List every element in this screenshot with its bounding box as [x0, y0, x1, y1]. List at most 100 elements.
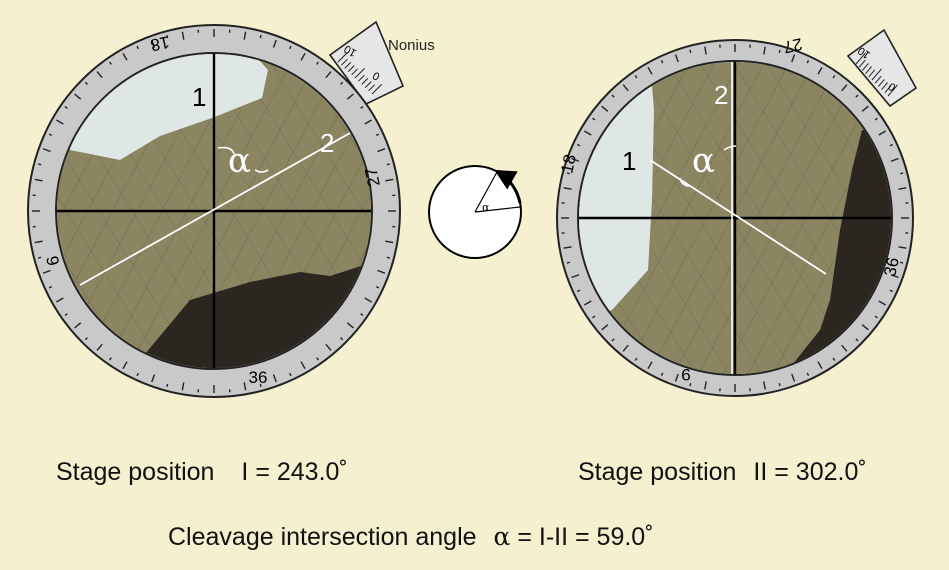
right-ring-tick — [592, 315, 596, 319]
left-ring-tick — [346, 322, 354, 329]
left-ring-tick — [375, 286, 380, 289]
right-vernier-tick — [878, 79, 885, 87]
left-vernier-0: 0 — [371, 69, 382, 82]
right-ring-tick — [647, 361, 653, 370]
right-vernier-tick — [871, 68, 882, 81]
rotation-alpha-label: α — [482, 201, 490, 214]
left-scale-9: 9 — [42, 254, 63, 267]
left-ring-tick — [316, 61, 319, 65]
intersection-angle-caption: Cleavage intersection angle α = I-II = 5… — [168, 522, 654, 552]
right-ring-tick — [878, 300, 887, 306]
left-vernier-10: 10 — [342, 42, 359, 59]
right-ring-tick — [592, 117, 596, 121]
left-ring-tick — [42, 148, 51, 153]
rotation-angle-icon: α — [428, 165, 522, 259]
right-scale-18: 18 — [557, 153, 580, 175]
caption-1-roman: I — [241, 458, 249, 486]
left-ring-tick — [136, 372, 139, 377]
left-ring-tick — [325, 71, 332, 79]
left-ring-tick — [166, 383, 169, 387]
left-ring-tick — [289, 372, 292, 377]
left-vernier-tick — [341, 58, 348, 66]
caption-1-prefix: Stage position — [56, 458, 215, 486]
left-ring-tick — [84, 337, 88, 341]
right-cleavage-2: 2 — [714, 80, 728, 110]
right-ring-tick — [806, 372, 810, 376]
right-ring-tick — [855, 94, 859, 98]
left-ring-tick — [340, 81, 344, 85]
left-ring-tick — [360, 106, 364, 109]
left-vernier-tick — [368, 84, 375, 92]
right-ring-tick — [622, 84, 629, 92]
right-ring-tick — [832, 357, 836, 361]
left-ring-tick — [64, 106, 68, 109]
left-ring-tick — [166, 35, 169, 39]
left-vernier-tick — [354, 68, 365, 79]
left-ring-tick — [64, 313, 68, 316]
left-ring-tick — [38, 256, 42, 259]
right-ring-tick — [898, 187, 907, 190]
right-vernier-tick — [858, 59, 866, 68]
left-ring-tick — [289, 45, 292, 50]
left-ring-tick — [56, 119, 64, 125]
right-ring-tick — [899, 172, 904, 175]
right-vernier-10: 10 — [856, 44, 873, 61]
left-ring-tick — [243, 382, 247, 391]
left-ring-tick — [340, 337, 344, 341]
left-ring-tick — [300, 53, 306, 61]
caption-2-prefix: Stage position — [578, 458, 737, 486]
left-ring-tick — [377, 269, 386, 274]
left-ring-ticks — [32, 29, 396, 393]
right-ring-tick — [563, 187, 572, 190]
left-ring-tick — [48, 286, 53, 289]
right-ring-tick — [899, 261, 904, 264]
left-ring-tick — [386, 256, 390, 259]
caption-3-value: = I-II = 59.0˚ — [517, 523, 654, 551]
right-ring-ticks — [561, 44, 909, 392]
right-ring-tick — [841, 344, 848, 352]
nonius-label: Nonius — [388, 37, 435, 54]
right-vernier-tick — [862, 63, 869, 71]
left-ring-tick — [325, 343, 332, 351]
left-alpha-symbol: α — [228, 141, 251, 181]
right-vernier-tick — [874, 75, 882, 84]
right-vernier-tick — [884, 85, 892, 94]
right-ring-tick — [791, 373, 796, 382]
left-cleavage-2: 2 — [320, 128, 334, 158]
left-vernier-tick — [344, 62, 352, 69]
left-ring-tick — [375, 133, 380, 136]
left-scale-27: 27 — [361, 166, 384, 188]
right-scale-36: 36 — [880, 256, 903, 278]
left-ring-tick — [385, 240, 394, 244]
right-ring-tick — [763, 381, 766, 390]
right-ring-tick — [577, 289, 581, 293]
right-ring-tick — [817, 66, 823, 75]
right-ring-tick — [778, 382, 781, 387]
left-scale-18: 18 — [149, 32, 171, 55]
left-ring-tick — [385, 178, 394, 182]
right-ring-tick — [611, 338, 615, 342]
left-scale-36: 36 — [249, 368, 268, 387]
right-ring-tick — [660, 60, 664, 64]
left-scope-view: 10 0 18 27 36 9 1 2 α — [27, 20, 405, 398]
right-ring-tick — [601, 105, 609, 112]
right-ring-tick — [566, 172, 571, 175]
right-scope-view: 10 0 18 27 36 9 1 2 α — [556, 28, 918, 397]
left-ring-tick — [84, 81, 88, 85]
left-ring-tick — [259, 35, 262, 39]
left-ring-tick — [377, 148, 386, 153]
right-ring-tick — [889, 289, 893, 293]
right-ring-tick — [674, 54, 679, 63]
right-ring-tick — [778, 49, 781, 54]
left-ring-tick — [122, 53, 128, 61]
right-scale-27: 27 — [782, 34, 804, 57]
left-ring-tick — [136, 45, 139, 50]
right-ring-tick — [583, 130, 592, 136]
right-ring-tick — [566, 261, 571, 264]
right-vernier-tick — [868, 69, 876, 78]
left-ring-tick — [34, 178, 43, 182]
right-ring-tick — [634, 357, 638, 361]
left-vernier-tick — [364, 81, 372, 88]
right-scale-9: 9 — [681, 365, 690, 384]
right-ring-tick — [878, 130, 887, 136]
